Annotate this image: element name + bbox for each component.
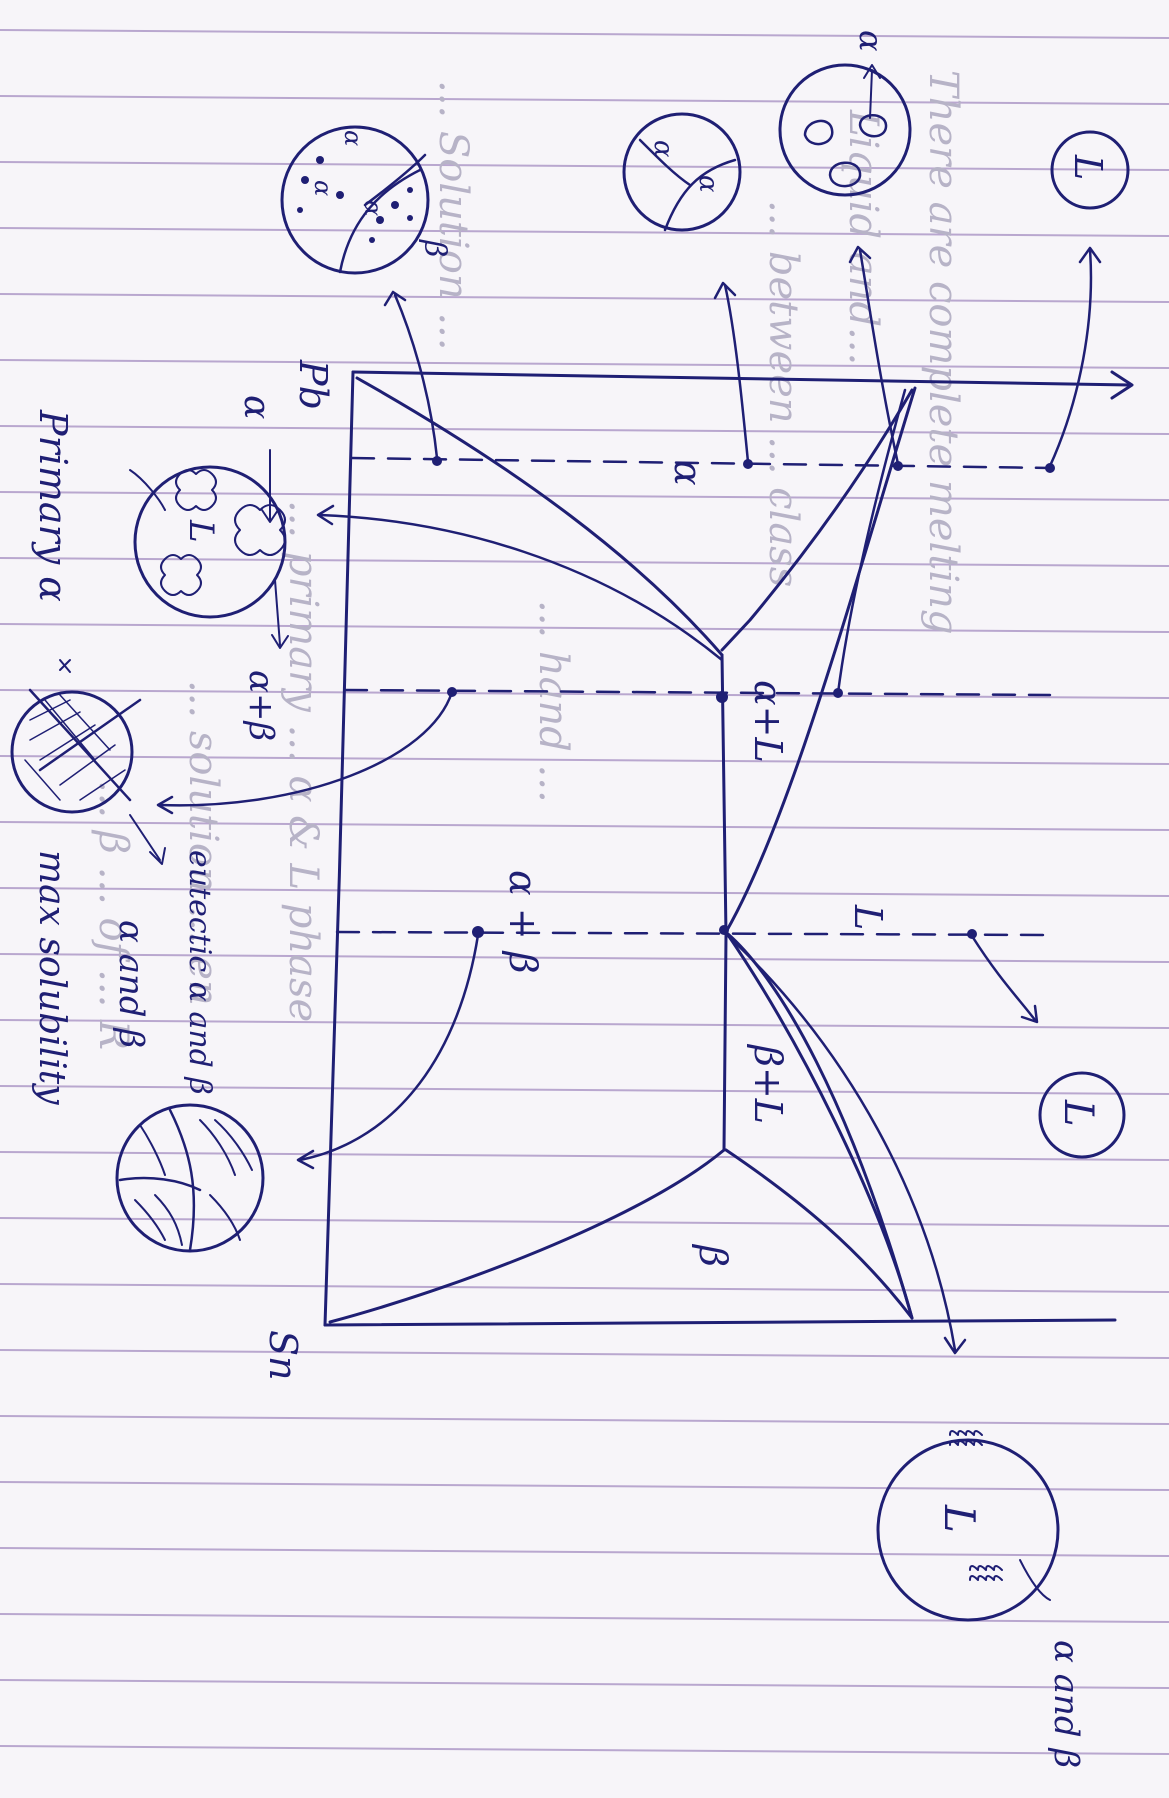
eutectic-line <box>720 653 728 1152</box>
ruled-line <box>0 29 1169 39</box>
label-alpha-top: α <box>236 395 277 419</box>
ruled-line <box>0 887 1169 897</box>
label-beta-arrow: β <box>417 239 452 257</box>
label-alpha-and-beta-1: α and β <box>111 920 151 1048</box>
micro-primary-alpha-clusters <box>133 465 287 619</box>
beta-solvus <box>328 1148 726 1324</box>
label-alpha-mid: α <box>666 460 710 486</box>
micro-eutectic-hatched <box>10 688 142 814</box>
label-beta-plus-l: β+L <box>746 1043 790 1124</box>
ruled-line <box>0 293 1169 303</box>
label-l-field: L <box>846 904 890 930</box>
ruled-line <box>0 1547 1169 1557</box>
ruled-line <box>0 1151 1169 1161</box>
ruled-line <box>0 95 1169 105</box>
ruled-line <box>0 1349 1169 1359</box>
label-eutectic: eutectic α and β <box>182 850 217 1095</box>
label-l-circle-1: L <box>1066 154 1110 180</box>
label-l-circle-3: L <box>935 1504 984 1533</box>
micro-alpha-grains <box>622 112 742 232</box>
alpha-solidus <box>720 388 914 652</box>
faint-line-6: ... primary ... α & L phase <box>280 500 326 1022</box>
ruled-line <box>0 1085 1169 1095</box>
ruled-line <box>0 821 1169 831</box>
temperature-axis-left <box>323 370 355 1327</box>
bleed-through-text: There are complete melting Liquid and...… <box>90 70 966 1050</box>
ruled-line <box>0 1283 1169 1293</box>
liquidus-left <box>724 386 917 934</box>
ruled-line <box>0 1679 1169 1689</box>
label-sol-5: α <box>693 175 723 193</box>
label-l-circle-4: L <box>181 519 221 543</box>
diagram-labels: Pb Sn α α α+L α + β α+β β+L β L β α L L … <box>31 30 1110 1768</box>
micro-alpha-beta-precip <box>280 125 430 275</box>
ruled-line <box>0 689 1169 699</box>
label-pb: Pb <box>291 359 335 410</box>
faint-line-1: There are complete melting <box>920 70 966 635</box>
comp-line-2 <box>343 688 1052 697</box>
label-alpha-plus-beta-small: α+β <box>241 670 281 741</box>
ruled-line <box>0 359 1169 369</box>
micro-alpha-in-liquid <box>778 63 912 197</box>
label-alpha-plus-beta: α + β <box>501 870 545 974</box>
label-sol-1: α <box>339 130 367 146</box>
microstructures <box>10 63 1130 1622</box>
faint-line-2: Liquid and... <box>840 109 886 365</box>
label-alpha-plus-l: α+L <box>746 680 790 763</box>
diagram-frame <box>323 370 1134 1327</box>
ruled-line <box>0 1481 1169 1491</box>
ruled-line <box>0 425 1169 435</box>
label-alpha-arrow-top: α <box>852 30 890 52</box>
faint-line-5: ... Solution ... <box>430 80 476 350</box>
ruled-line <box>0 227 1169 237</box>
liquidus-right <box>724 930 914 1320</box>
axis-top-arrow <box>1110 370 1134 400</box>
axis-top <box>351 370 1132 387</box>
ruled-line <box>0 623 1169 633</box>
ruled-line <box>0 161 1169 171</box>
faint-line-7: ... solution ... en <box>180 680 226 1006</box>
composition-lines <box>335 456 1052 937</box>
faint-line-4: ... hand ... <box>530 600 576 803</box>
ruled-line <box>0 1415 1169 1425</box>
micro-alpha-beta-lamellar <box>115 1103 265 1253</box>
micro-liquid-with-eutectic <box>876 1430 1060 1622</box>
beta-solidus <box>724 1148 914 1320</box>
arrows <box>59 245 1102 1601</box>
phase-boundaries <box>328 376 917 1324</box>
label-max-solubility: max solubility <box>31 850 72 1105</box>
ruled-line <box>0 755 1169 765</box>
ruled-line <box>0 557 1169 567</box>
ruled-line <box>0 1019 1169 1029</box>
ruled-line <box>0 1745 1169 1755</box>
label-sol-2: α <box>309 180 337 196</box>
micro-liquid-1 <box>1050 130 1130 210</box>
label-beta: β <box>691 1243 735 1267</box>
label-alpha-and-beta-2: α and β <box>1046 1640 1086 1768</box>
alpha-solvus <box>355 376 724 657</box>
label-sol-4: α <box>648 140 678 158</box>
comp-line-3 <box>335 930 1052 937</box>
micro-liquid-2 <box>1038 1071 1126 1159</box>
ruled-lines <box>0 29 1169 1755</box>
ruled-line <box>0 1217 1169 1227</box>
comp-line-1 <box>350 456 1052 470</box>
faint-line-8: ... β ... of ... R <box>90 780 136 1050</box>
label-l-circle-2: L <box>1055 1099 1101 1127</box>
label-sol-3: α <box>359 200 387 216</box>
ruled-line <box>0 491 1169 501</box>
label-sn: Sn <box>261 1330 305 1381</box>
label-primary-alpha: Primary α <box>31 409 75 602</box>
ruled-line <box>0 953 1169 963</box>
axis-bottom <box>323 1318 1117 1327</box>
beta-liquidus <box>726 932 914 1320</box>
faint-line-3: ... between ... class <box>760 200 806 587</box>
